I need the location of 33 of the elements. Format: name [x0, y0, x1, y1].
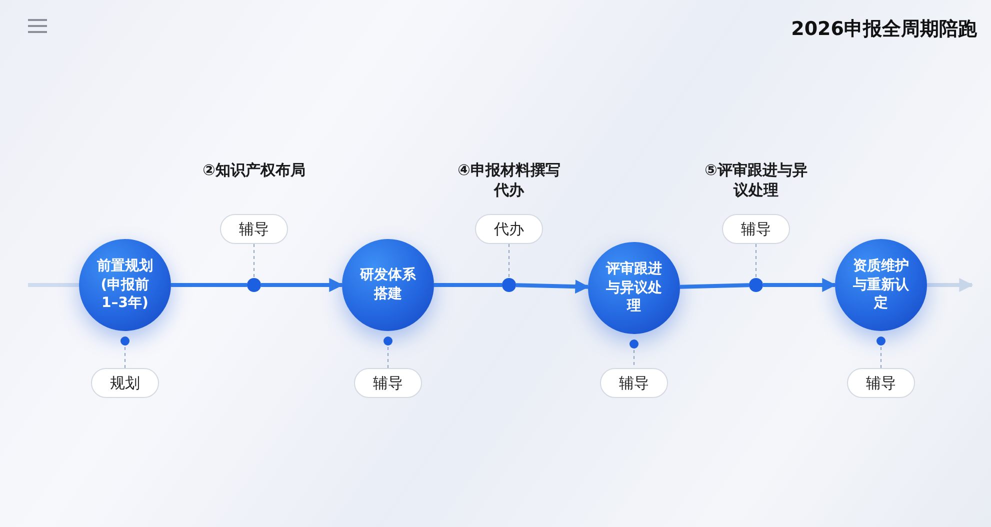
tag-pill — [354, 368, 422, 398]
tag-label: 规划 — [110, 374, 140, 392]
stage-heading: ⑤评审跟进与异议处理 — [704, 160, 808, 200]
leader-line — [508, 244, 510, 278]
tag-label: 辅导 — [866, 374, 896, 392]
stage-heading: ②知识产权布局 — [202, 160, 306, 180]
leader-line — [384, 336, 392, 368]
step-label: 资质维护与重新认定 — [852, 256, 910, 314]
tag-pill — [475, 214, 543, 244]
tag-pill — [91, 368, 159, 398]
connector-dot — [247, 278, 261, 292]
tag-pill — [600, 368, 668, 398]
tag-pill — [722, 214, 790, 244]
tag-label: 辅导 — [619, 374, 649, 392]
step-label: 前置规划(申报前1–3年) — [96, 256, 154, 314]
tag-label: 代办 — [494, 220, 524, 238]
tag-pill — [847, 368, 915, 398]
stage-heading: ④申报材料撰写代办 — [457, 160, 561, 200]
arrow — [516, 280, 590, 294]
tag-label: 辅导 — [239, 220, 269, 238]
tag-label: 辅导 — [741, 220, 771, 238]
tag-label: 辅导 — [373, 374, 403, 392]
tag-pill — [220, 214, 288, 244]
leader-line — [876, 336, 886, 368]
step-label: 评审跟进与异议处理 — [604, 260, 663, 316]
page-title: 2026申报全周期陪跑 — [791, 17, 977, 42]
arrow — [927, 278, 974, 292]
arrow — [763, 278, 836, 292]
step-label: 研发体系搭建 — [358, 266, 417, 304]
arrow — [261, 278, 344, 292]
connector-dot — [502, 278, 516, 292]
connector-dot — [749, 278, 763, 292]
leader-line — [120, 336, 130, 368]
